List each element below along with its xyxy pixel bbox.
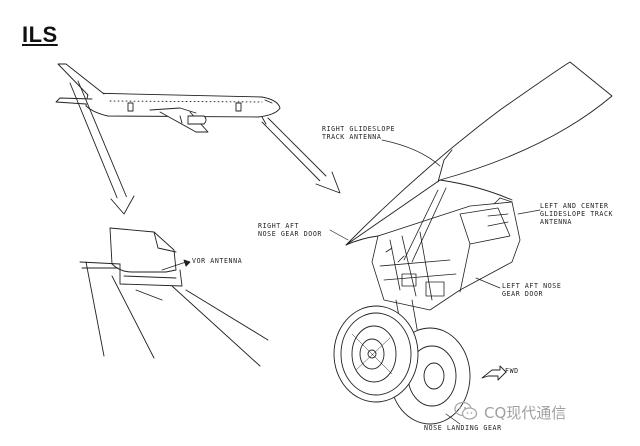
nose-gear-wheels <box>333 305 471 425</box>
wechat-icon <box>454 401 478 420</box>
airplane-icon <box>55 63 281 133</box>
leader-right-glideslope <box>381 139 441 167</box>
pointer-arrow-nose-gear <box>261 117 341 194</box>
vor-antenna-tail-view <box>79 227 269 367</box>
callout-fwd: FWD <box>505 367 519 375</box>
fwd-arrow-icon <box>481 365 507 381</box>
callout-left-aft-nose-gear-door: LEFT AFT NOSE GEAR DOOR <box>502 282 562 298</box>
leader-left-aft-door <box>475 277 501 289</box>
leader-left-center-glideslope <box>517 209 541 215</box>
callout-left-center-glideslope-track-antenna: LEFT AND CENTER GLIDESLOPE TRACK ANTENNA <box>540 202 614 226</box>
callout-vor-antenna: VOR ANTENNA <box>192 257 243 265</box>
nose-gear-door-panel <box>345 61 613 246</box>
page-title: ILS <box>22 22 58 47</box>
callout-nose-landing-gear: NOSE LANDING GEAR <box>424 424 502 432</box>
pointer-arrow-vor <box>69 80 135 215</box>
watermark-text: CQ现代通信 <box>484 404 567 422</box>
callout-right-glideslope-track-antenna: RIGHT GLIDESLOPE TRACK ANTENNA <box>322 125 396 141</box>
callout-right-aft-nose-gear-door: RIGHT AFT NOSE GEAR DOOR <box>258 222 322 238</box>
leader-right-aft-door <box>329 229 349 241</box>
leader-nose-landing-gear <box>445 413 461 425</box>
